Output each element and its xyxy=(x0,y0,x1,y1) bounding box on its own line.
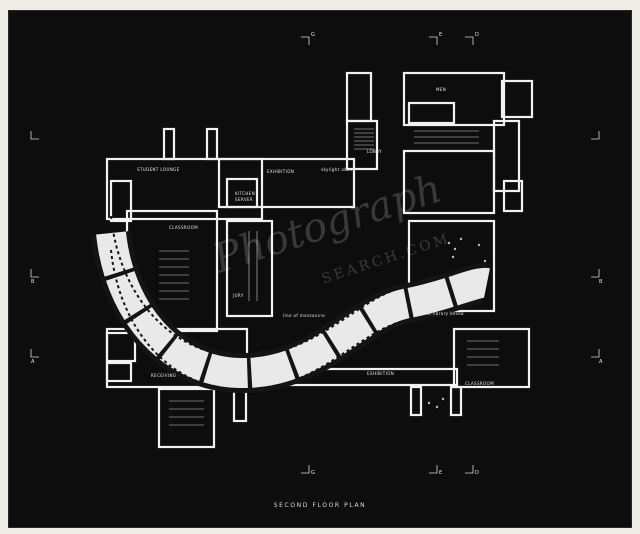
filmstrip-watermark xyxy=(91,215,491,393)
marker-letter-g-top: G xyxy=(311,32,316,38)
right-classroom-block xyxy=(452,327,531,389)
section-marker-left-upper xyxy=(30,131,39,140)
label-exhibition-bottom: EXHIBITION xyxy=(367,371,395,376)
drawing-title: SECOND FLOOR PLAN xyxy=(273,502,367,509)
section-marker-a-right xyxy=(591,349,600,358)
label-men: MEN xyxy=(436,87,447,92)
marker-letter-b-left: B xyxy=(31,279,35,285)
label-jury: JURY xyxy=(233,293,244,298)
label-student-lounge: STUDENT LOUNGE xyxy=(137,167,180,172)
label-kitchen: KITCHEN xyxy=(235,191,256,196)
marker-letter-b-right: B xyxy=(599,279,603,285)
blueprint-sheet: STUDENT LOUNGE EXHIBITION skylight above… xyxy=(8,10,632,528)
marker-letter-a-right: A xyxy=(599,359,603,365)
label-exhibition-top: EXHIBITION xyxy=(267,169,295,174)
section-marker-e-bottom xyxy=(429,465,438,474)
marker-letter-g-bottom: G xyxy=(311,470,316,476)
label-lobby: LOBBY xyxy=(367,149,382,154)
section-marker-a-left xyxy=(30,349,39,358)
section-marker-g-bottom xyxy=(301,465,310,474)
stair-core-upper xyxy=(345,71,373,123)
marker-letter-d-top: D xyxy=(475,32,480,38)
section-marker-g-top xyxy=(301,36,310,45)
marker-letter-a-left: A xyxy=(31,359,35,365)
section-marker-d-top xyxy=(465,36,474,45)
section-marker-e-top xyxy=(429,36,438,45)
label-receiving: RECEIVING xyxy=(151,373,177,378)
label-skylight: skylight above xyxy=(321,167,356,172)
label-library: open to library below xyxy=(413,311,464,316)
lower-stair-block xyxy=(157,387,216,449)
marker-letter-e-top: E xyxy=(439,32,443,38)
student-lounge-block xyxy=(105,157,264,221)
floor-plan-drawing xyxy=(30,36,600,474)
section-marker-b-left xyxy=(30,269,39,278)
label-classroom-left: CLASSROOM xyxy=(169,225,199,230)
marker-letter-d-bottom: D xyxy=(475,470,480,476)
kitchen-room xyxy=(225,177,259,209)
label-line-of-mezzanine: line of mezzanine xyxy=(283,313,326,318)
section-marker-d-bottom xyxy=(465,465,474,474)
section-marker-right-upper xyxy=(591,131,600,140)
label-classroom-right: CLASSROOM xyxy=(465,381,495,386)
jury-room xyxy=(225,219,274,318)
label-kitchen-sub: SERVER xyxy=(235,197,254,202)
men-room-block xyxy=(402,71,506,127)
section-marker-b-right xyxy=(591,269,600,278)
marker-letter-e-bottom: E xyxy=(439,470,443,476)
exhibition-gallery xyxy=(217,157,356,209)
